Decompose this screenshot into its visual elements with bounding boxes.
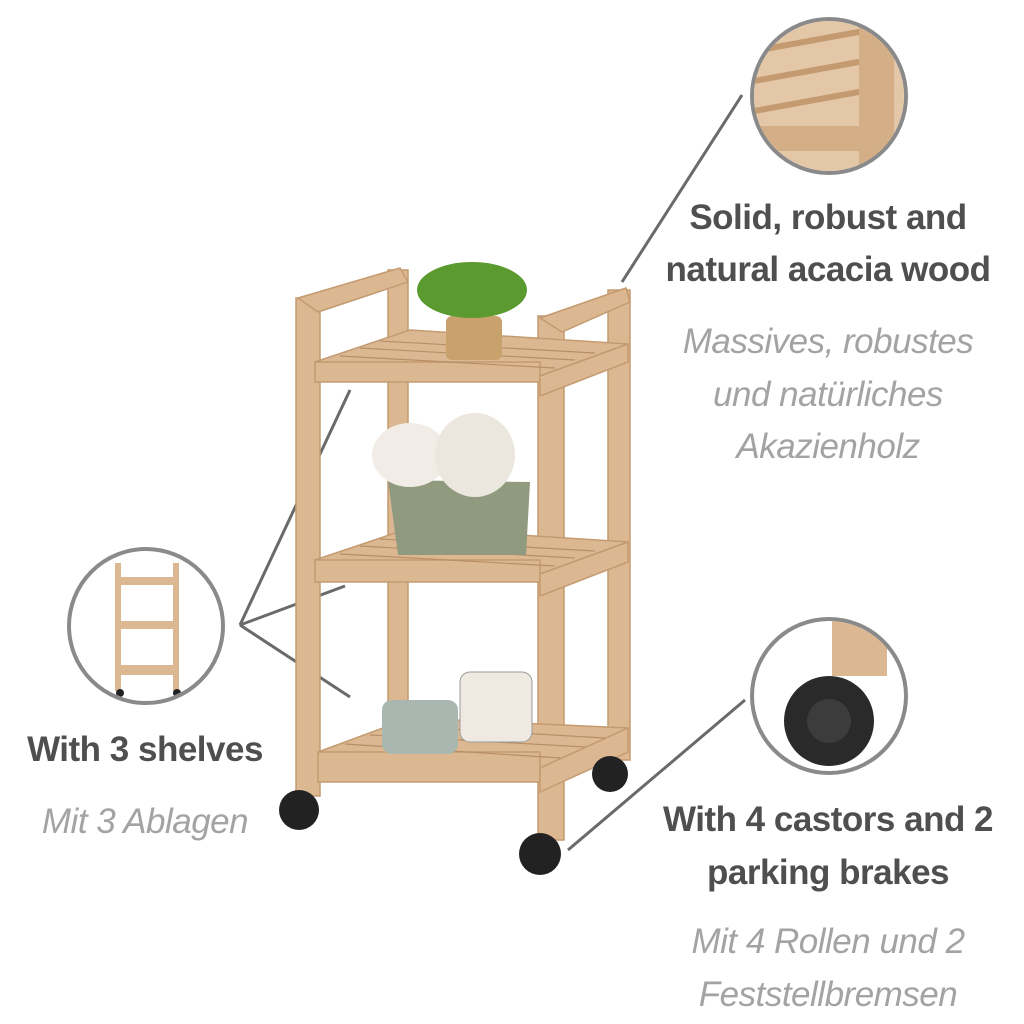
wood-title-line2: natural acacia wood [665, 250, 991, 289]
castor-detail-circle [750, 617, 908, 775]
plant [417, 262, 527, 318]
pointer-line-shelf-bottom [239, 623, 351, 699]
pointer-line-wood [620, 94, 744, 283]
pointer-line-shelf-top [238, 389, 352, 626]
plates [382, 700, 458, 754]
castors-german-line2: Feststellbremsen [698, 975, 958, 1014]
shelves-title: With 3 shelves [27, 730, 263, 769]
castors-german-line1: Mit 4 Rollen und 2 [691, 922, 965, 961]
shelves-german: Mit 3 Ablagen [41, 802, 249, 841]
wood-german-line3: Akazienholz [736, 427, 920, 466]
shelves-detail-circle [67, 547, 225, 705]
pointer-line-castor [567, 698, 746, 852]
wood-german-line1: Massives, robustes [682, 322, 974, 361]
castors-title-line1: With 4 castors and 2 [662, 800, 994, 839]
wood-german-line2: und natürliches [713, 375, 943, 414]
pointer-line-shelf-middle [239, 584, 346, 627]
plant-basket [446, 316, 502, 360]
wood-title-line1: Solid, robust and [689, 198, 967, 237]
tin-box [459, 671, 533, 743]
castors-title-line2: parking brakes [707, 853, 950, 892]
wood-detail-circle [750, 17, 908, 175]
woven-basket [388, 480, 530, 555]
